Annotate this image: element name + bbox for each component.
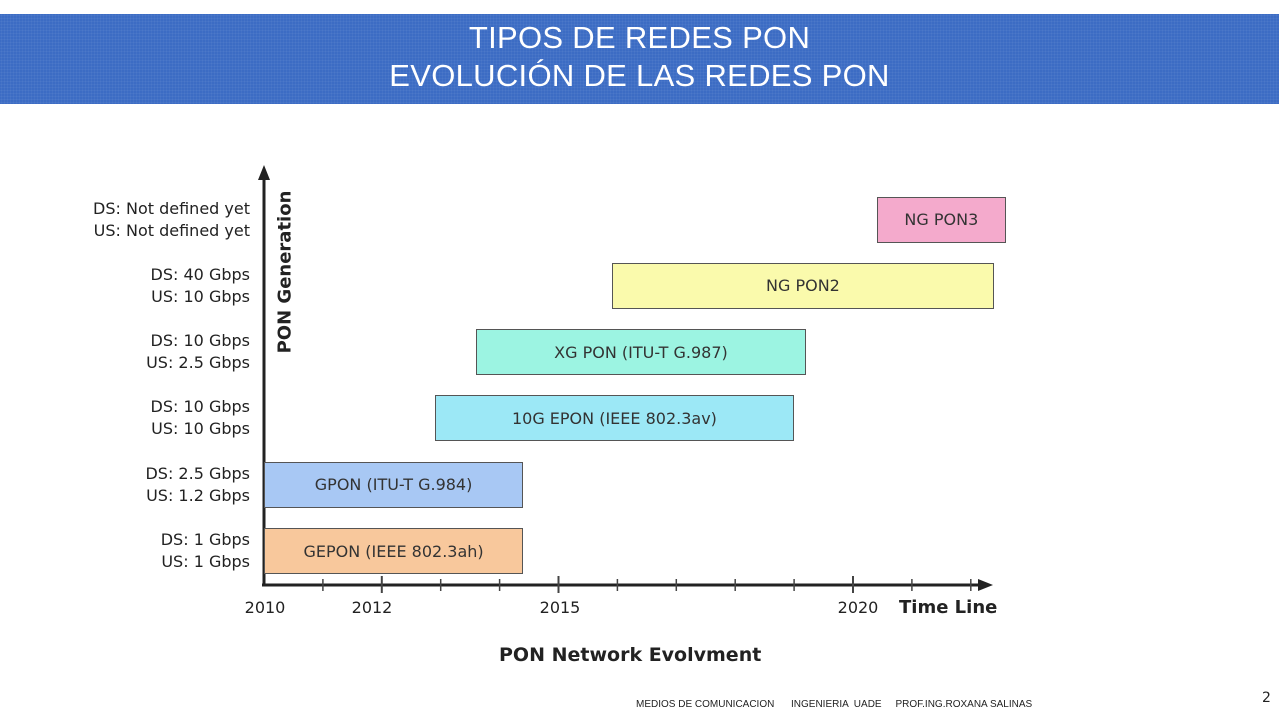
y-axis-arrow	[258, 165, 270, 180]
footer-text: MEDIOS DE COMUNICACION INGENIERIA UADE P…	[636, 699, 1033, 710]
us-rate-label: US: 1.2 Gbps	[146, 485, 250, 505]
y-axis-title: PON Generation	[274, 190, 296, 354]
x-tick-label: 2015	[539, 598, 581, 617]
timeline-bar: XG PON (ITU-T G.987)	[476, 329, 806, 376]
ds-rate-label: DS: 2.5 Gbps	[145, 463, 250, 483]
x-axis-arrow	[978, 579, 993, 591]
x-axis-end-label: Time Line	[899, 597, 998, 618]
timeline-bar: 10G EPON (IEEE 802.3av)	[434, 395, 795, 442]
us-rate-label: US: 2.5 Gbps	[146, 353, 250, 373]
ds-rate-label: DS: Not defined yet	[93, 198, 250, 218]
us-rate-label: US: 10 Gbps	[151, 419, 250, 439]
us-rate-label: US: 10 Gbps	[151, 286, 250, 306]
ds-rate-label: DS: 10 Gbps	[150, 331, 250, 351]
x-axis-ticks	[322, 576, 972, 593]
title-banner: TIPOS DE REDES PON EVOLUCIÓN DE LAS REDE…	[0, 14, 1279, 104]
timeline-bar: NG PON3	[876, 196, 1007, 243]
us-rate-label: US: Not defined yet	[93, 220, 250, 240]
page-number: 2	[1262, 690, 1271, 706]
ds-rate-label: DS: 10 Gbps	[150, 397, 250, 417]
timeline-bar: GPON (ITU-T G.984)	[264, 461, 524, 508]
timeline-bar: NG PON2	[611, 262, 995, 309]
ds-rate-label: DS: 1 Gbps	[160, 530, 250, 549]
x-tick-label: 2020	[837, 598, 879, 617]
x-tick-label: 2012	[351, 598, 393, 617]
slide-title-line2: EVOLUCIÓN DE LAS REDES PON	[389, 58, 890, 93]
x-axis-title: PON Network Evolvment	[499, 644, 762, 666]
slide-title-line1: TIPOS DE REDES PON	[468, 20, 811, 55]
timeline-bar: GEPON (IEEE 802.3ah)	[264, 528, 524, 574]
ds-rate-label: DS: 40 Gbps	[150, 264, 250, 284]
us-rate-label: US: 1 Gbps	[161, 552, 250, 571]
x-tick-label: 2010	[244, 598, 286, 617]
